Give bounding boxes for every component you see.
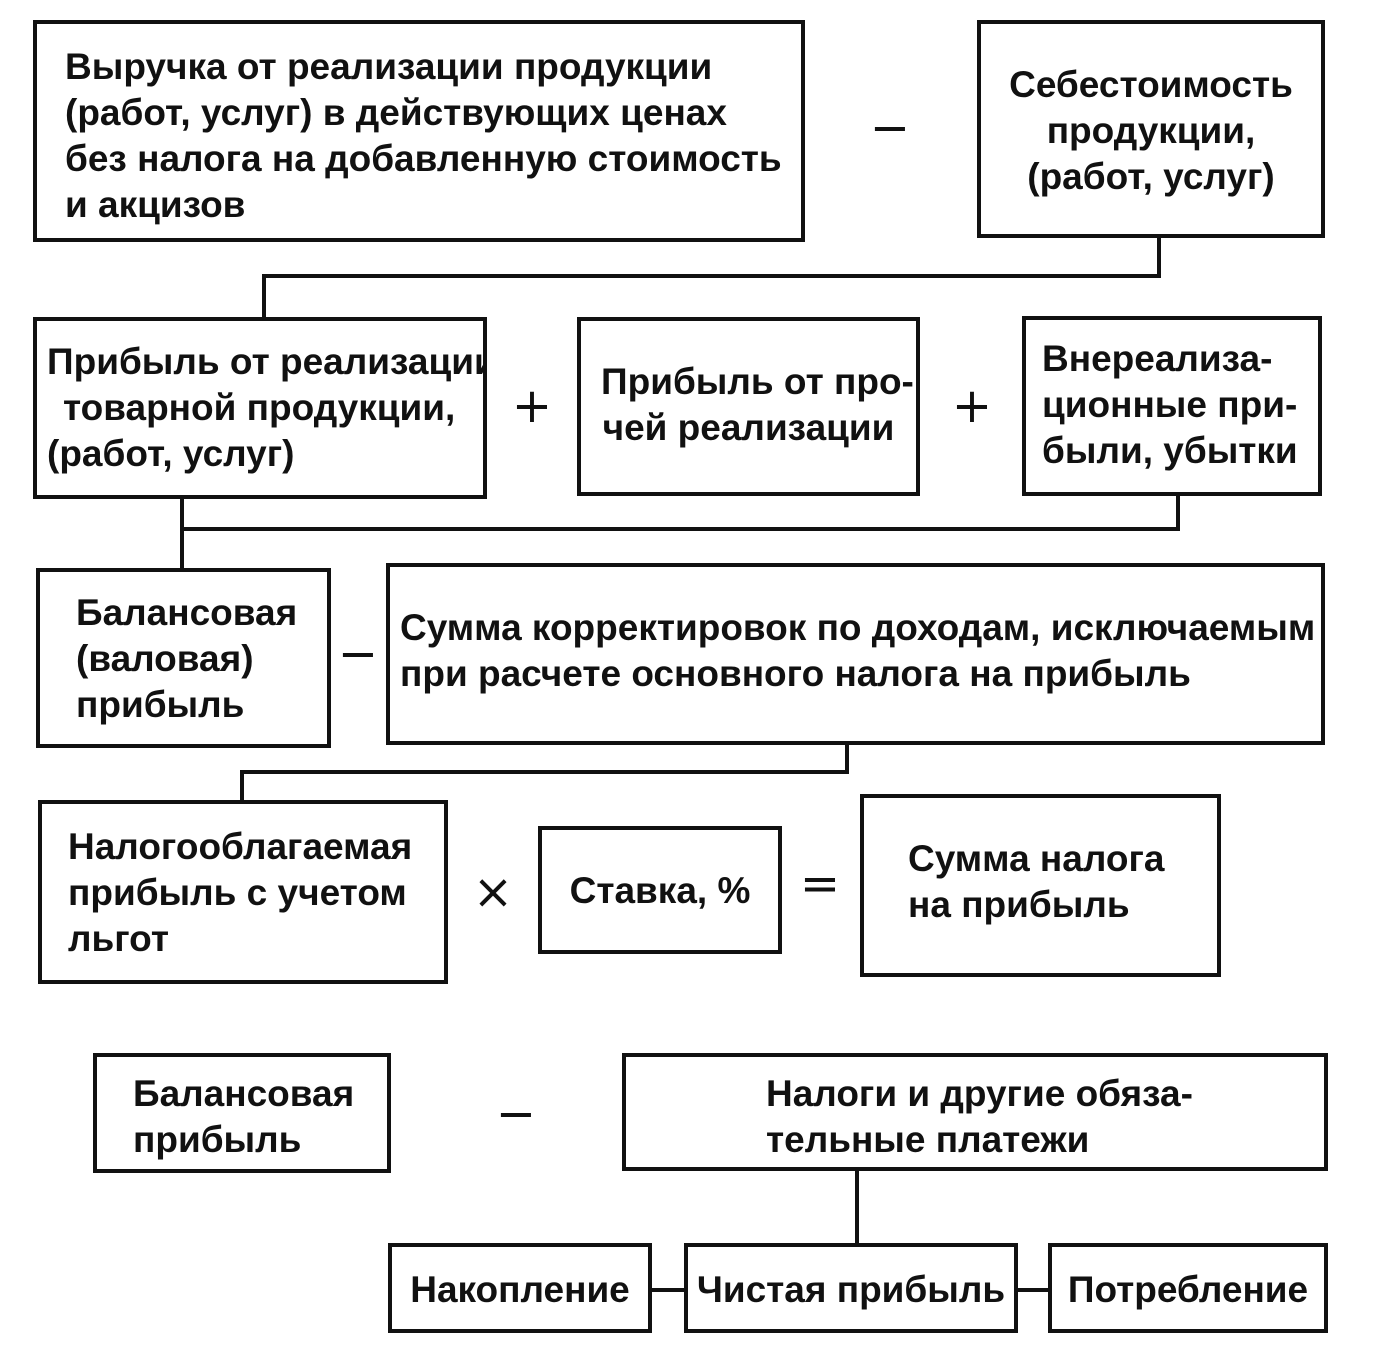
taxable-profit-line: прибыль с учетом: [68, 872, 407, 913]
taxable-profit-box: Налогооблагаемая прибыль с учетом льгот: [38, 800, 448, 984]
balance-box: Балансовая прибыль: [93, 1053, 391, 1173]
consumption-box: Потребление: [1048, 1243, 1328, 1333]
non-sales-line: Внереализа-: [1042, 338, 1273, 379]
connector: [180, 496, 184, 570]
cost-box: Себестоимость продукции, (работ, услуг): [977, 20, 1325, 238]
connector: [650, 1288, 686, 1292]
revenue-line: (работ, услуг) в действующих ценах: [65, 92, 727, 133]
other-profit-line: чей реализации: [602, 407, 895, 448]
cost-line: продукции,: [1046, 110, 1256, 151]
revenue-box: Выручка от реализации продукции (работ, …: [33, 20, 805, 242]
net-profit-label: Чистая прибыль: [696, 1269, 1006, 1310]
adjustments-box: Сумма корректировок по доходам, исключае…: [386, 563, 1325, 745]
balance-profit-line: Балансовая: [76, 592, 298, 633]
other-profit-box: Прибыль от про- чей реализации: [577, 317, 920, 496]
non-sales-line: были, убытки: [1042, 430, 1298, 471]
non-sales-box: Внереализа- ционные при- были, убытки: [1022, 316, 1322, 496]
connector: [1016, 1288, 1050, 1292]
sales-profit-line: Прибыль от реализации: [47, 341, 487, 382]
connector: [1176, 494, 1180, 530]
tax-sum-line: на прибыль: [908, 884, 1130, 925]
consumption-label: Потребление: [1067, 1269, 1309, 1310]
balance-profit-line: (валовая): [76, 638, 254, 679]
equals-operator: =: [799, 856, 841, 912]
taxable-profit-line: льгот: [68, 918, 169, 959]
tax-sum-box: Сумма налога на прибыль: [860, 794, 1221, 977]
connector: [262, 274, 266, 318]
connector: [180, 527, 1180, 531]
balance-profit-line: прибыль: [76, 684, 245, 725]
rate-label: Ставка, %: [569, 870, 751, 911]
sales-profit-box: Прибыль от реализации товарной продукции…: [33, 317, 487, 499]
connector: [262, 274, 1161, 278]
rate-box: Ставка, %: [538, 826, 782, 954]
other-profit-line: Прибыль от про-: [601, 361, 914, 402]
adjustments-line: Сумма корректировок по доходам, исключае…: [400, 607, 1316, 648]
accumulation-label: Накопление: [410, 1269, 630, 1310]
taxes-box: Налоги и другие обяза- тельные платежи: [622, 1053, 1328, 1171]
cost-line: Себестоимость: [1009, 64, 1293, 105]
connector: [240, 770, 244, 802]
sales-profit-line: товарной продукции,: [63, 387, 456, 428]
minus-operator: −: [869, 100, 911, 156]
balance-line: Балансовая: [133, 1073, 355, 1114]
plus-operator: +: [951, 378, 993, 434]
plus-operator: +: [511, 378, 553, 434]
balance-line: прибыль: [133, 1119, 302, 1160]
balance-profit-box: Балансовая (валовая) прибыль: [36, 568, 331, 748]
net-profit-box: Чистая прибыль: [684, 1243, 1018, 1333]
non-sales-line: ционные при-: [1042, 384, 1298, 425]
multiply-operator: ×: [472, 864, 514, 920]
minus-operator: −: [337, 626, 379, 682]
sales-profit-line: (работ, услуг): [47, 433, 295, 474]
minus-operator: −: [495, 1086, 537, 1142]
taxable-profit-line: Налогооблагаемая: [68, 826, 413, 867]
revenue-line: Выручка от реализации продукции: [65, 46, 713, 87]
accumulation-box: Накопление: [388, 1243, 652, 1333]
taxes-line: тельные платежи: [766, 1119, 1090, 1160]
tax-sum-line: Сумма налога: [908, 838, 1165, 879]
taxes-line: Налоги и другие обяза-: [766, 1073, 1193, 1114]
connector: [855, 1170, 859, 1246]
connector: [240, 770, 849, 774]
revenue-line: без налога на добавленную стоимость: [65, 138, 782, 179]
revenue-line: и акцизов: [65, 184, 246, 225]
connector: [1157, 236, 1161, 276]
cost-line: (работ, услуг): [1027, 156, 1275, 197]
adjustments-line: при расчете основного налога на прибыль: [400, 653, 1191, 694]
connector: [845, 743, 849, 773]
